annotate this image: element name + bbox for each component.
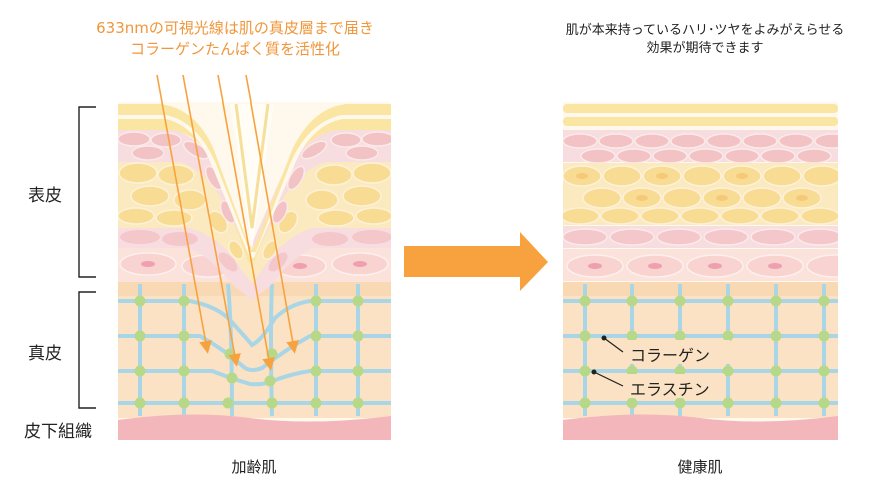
subcutis-label: 皮下組織 [24, 422, 92, 442]
header-right: 肌が本来持っているハリ･ツヤをよみがえらせる 効果が期待できます [540, 22, 870, 58]
collagen-label: コラーゲン [630, 346, 711, 365]
header-right-line2: 効果が期待できます [646, 41, 764, 56]
header-left: 633nmの可視光線は肌の真皮層まで届き コラーゲンたんぱく質を活性化 [40, 18, 430, 60]
elastin-label: エラスチン [630, 380, 710, 399]
epidermis-label: 表皮 [28, 186, 62, 206]
aging-skin-caption: 加齢肌 [231, 458, 277, 476]
transition-arrow [404, 232, 548, 291]
header-right-line1: 肌が本来持っているハリ･ツヤをよみがえらせる [565, 23, 845, 38]
healthy-skin-illustration [563, 102, 838, 440]
aging-skin-illustration [118, 102, 391, 440]
healthy-skin-caption: 健康肌 [677, 458, 723, 476]
layer-brackets [78, 106, 96, 409]
header-left-line1: 633nmの可視光線は肌の真皮層まで届き [96, 19, 374, 37]
dermis-label: 真皮 [28, 344, 62, 364]
header-left-line2: コラーゲンたんぱく質を活性化 [129, 40, 340, 58]
